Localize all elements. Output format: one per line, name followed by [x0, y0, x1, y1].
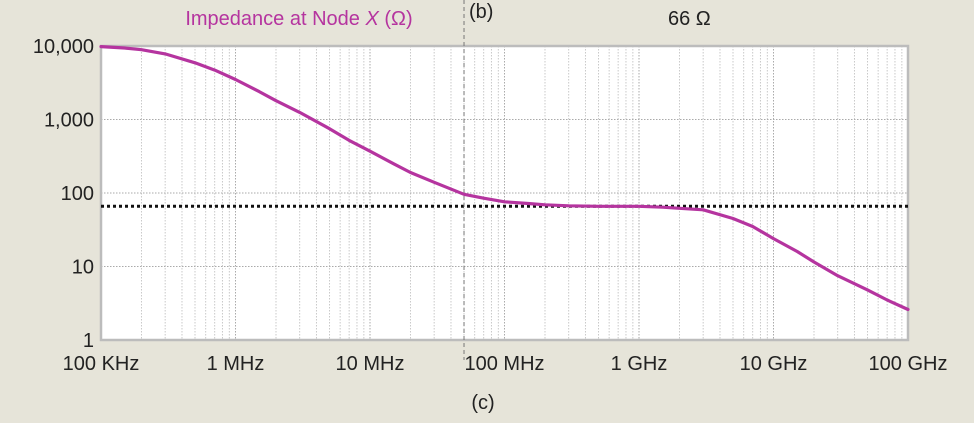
marker-label: (b): [469, 1, 493, 23]
y-tick-label: 10: [72, 257, 94, 279]
caption: (c): [471, 392, 494, 414]
x-tick-labels: 100 KHz 1 MHz 10 MHz 100 MHz 1 GHz 10 GHz 100 …: [63, 353, 948, 375]
chart-title-prefix: Impedance at Node: [185, 8, 365, 30]
x-tick-label: 1 MHz: [207, 353, 265, 375]
y-tick-label: 10,000: [33, 36, 94, 58]
y-tick-label: 100: [61, 183, 94, 205]
reference-line-label: 66 Ω: [668, 8, 711, 30]
x-tick-label: 10 MHz: [336, 353, 405, 375]
series-group: [99, 44, 910, 312]
chart-title: Impedance at Node X (Ω): [185, 8, 412, 30]
y-tick-label: 1: [83, 330, 94, 352]
plot-frame: [99, 44, 910, 342]
x-tick-label: 100 KHz: [63, 353, 140, 375]
series-line: [99, 44, 910, 312]
x-tick-label: 1 GHz: [611, 353, 668, 375]
x-tick-label: 100 MHz: [464, 353, 544, 375]
y-tick-labels: 1 10 100 1,000 10,000: [33, 36, 94, 352]
x-tick-label: 100 GHz: [869, 353, 948, 375]
chart-title-suffix: (Ω): [379, 8, 413, 30]
grid: [100, 46, 908, 340]
y-tick-label: 1,000: [44, 110, 94, 132]
x-tick-label: 10 GHz: [740, 353, 808, 375]
chart-title-variable: X: [364, 8, 379, 30]
